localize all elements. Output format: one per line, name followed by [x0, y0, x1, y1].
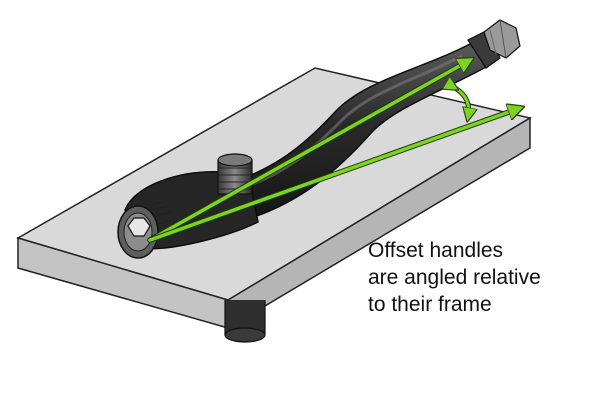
caption-line-2: are angled relative — [368, 266, 541, 289]
hex-socket-icon — [127, 217, 151, 237]
angle-annotation — [147, 60, 520, 243]
handle-axis-arrow — [148, 60, 470, 242]
caption-text: Offset handles are angled relative to th… — [368, 237, 593, 318]
mounting-stud — [224, 300, 266, 343]
caption-line-1: Offset handles — [368, 239, 504, 262]
offset-angle-arc — [455, 88, 469, 118]
frame-axis-arrow — [148, 108, 520, 242]
caption-line-3: to their frame — [368, 293, 492, 316]
hex-drive-end — [483, 19, 521, 59]
